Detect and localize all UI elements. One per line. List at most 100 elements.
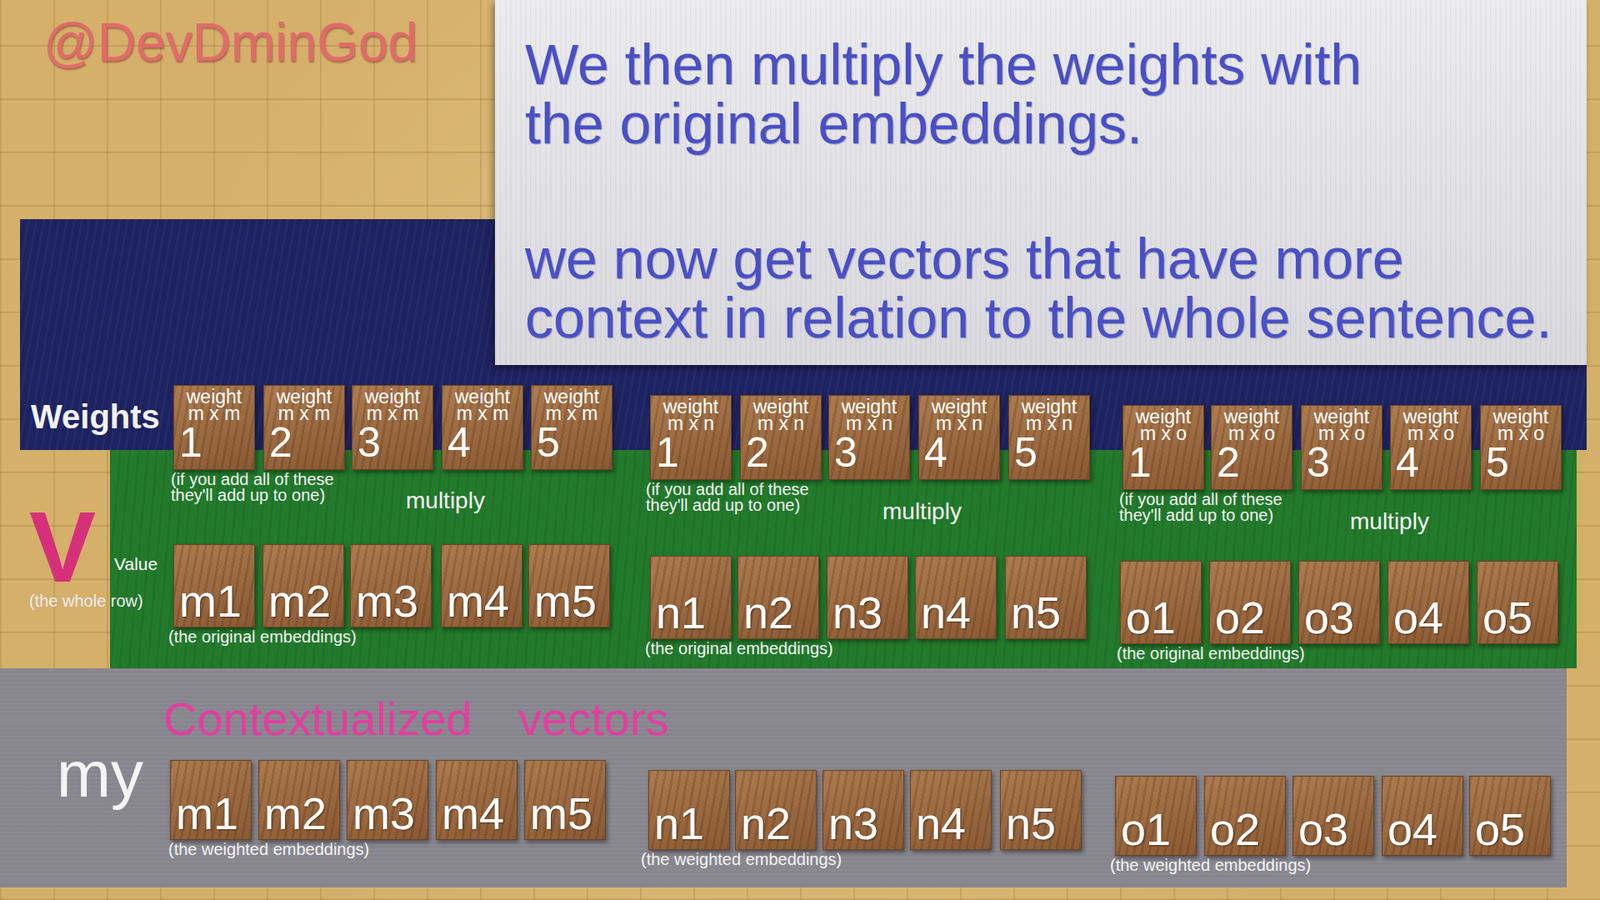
value-symbol: V xyxy=(29,496,96,597)
note-text: We then multiply the weights with the or… xyxy=(525,35,1434,155)
text-holder: Weights xyxy=(30,398,160,436)
weight-number: 5 xyxy=(536,421,607,464)
weight-tile: weight m x n2 xyxy=(740,395,822,480)
text-holder: (the original embeddings) xyxy=(168,629,357,645)
weight-number: 2 xyxy=(1216,441,1287,484)
weight-label: weight m x m xyxy=(269,389,340,422)
text-holder: (the weighted embeddings) xyxy=(640,851,842,868)
text-holder: (the weighted embeddings) xyxy=(1110,857,1311,874)
embedding-name: m4 xyxy=(441,790,512,836)
operation-label: multiply xyxy=(405,487,485,515)
embedding-name: o3 xyxy=(1298,806,1369,852)
weight-tile: weight m x o1 xyxy=(1122,405,1205,490)
weight-label: weight m x n xyxy=(924,399,995,432)
weight-tile: weight m x m2 xyxy=(263,385,345,470)
embedding-name: n4 xyxy=(920,590,991,635)
text-holder: multiply xyxy=(405,487,485,515)
weight-tile: weight m x n4 xyxy=(918,395,1000,480)
weighted-tile: m5 xyxy=(524,760,606,840)
embedding-name: n3 xyxy=(828,800,899,846)
weighted-tile: o3 xyxy=(1292,775,1375,856)
operation-label: multiply xyxy=(1350,508,1430,535)
note-text: (if you add all of these they'll add up … xyxy=(1119,491,1307,524)
embedding-name: o3 xyxy=(1304,595,1375,640)
weight-number: 2 xyxy=(269,421,340,464)
text-holder: Contextualized vectors xyxy=(163,691,670,746)
weighted-tile: o5 xyxy=(1469,775,1551,856)
text-holder: my xyxy=(56,741,144,807)
weight-label: weight m x m xyxy=(357,389,428,422)
embedding-name: m5 xyxy=(530,790,600,836)
value-tile: o2 xyxy=(1209,560,1291,645)
weight-label: weight m x o xyxy=(1306,409,1377,442)
weight-number: 4 xyxy=(924,431,995,474)
watermark: @DevDminGod xyxy=(43,11,418,74)
value-tile: m1 xyxy=(173,544,255,628)
embedding-name: o4 xyxy=(1387,806,1458,852)
text-holder: V xyxy=(29,496,96,597)
weight-number: 1 xyxy=(655,431,726,474)
value-tile: m5 xyxy=(528,544,610,628)
weight-label: weight m x o xyxy=(1485,409,1556,442)
weight-number: 1 xyxy=(1128,441,1199,484)
text-holder: (the original embeddings) xyxy=(1116,645,1305,662)
weighted-tile: m1 xyxy=(170,760,252,840)
embedding-name: n3 xyxy=(832,590,903,635)
weight-number: 5 xyxy=(1485,441,1556,484)
weighted-tile: o1 xyxy=(1115,775,1197,856)
text-holder: (the weighted embeddings) xyxy=(168,841,370,858)
value-tile: m4 xyxy=(440,544,523,628)
weight-tile: weight m x n1 xyxy=(650,395,732,480)
weight-label: weight m x m xyxy=(536,389,607,422)
embedding-name: n5 xyxy=(1010,590,1081,635)
weight-tile: weight m x o3 xyxy=(1300,405,1383,490)
weighted-tile: n4 xyxy=(910,770,992,850)
embedding-name: m2 xyxy=(268,578,339,624)
result-band: Contextualized vectors my (the weighted em… xyxy=(0,668,1567,888)
text-holder: (the original embeddings) xyxy=(645,640,834,657)
embedding-name: n4 xyxy=(915,800,986,846)
weighted-tile: n1 xyxy=(648,770,730,850)
note-text: (if you add all of these they'll add up … xyxy=(170,471,359,504)
weight-label: weight m x n xyxy=(1014,399,1085,432)
text-holder: we now get vectors that have more contex… xyxy=(525,229,1571,349)
weight-tile: weight m x n3 xyxy=(828,395,910,480)
text-holder: (if you add all of these they'll add up … xyxy=(170,471,359,504)
embedding-name: o5 xyxy=(1475,806,1545,852)
embedding-name: m4 xyxy=(446,578,517,624)
row-note: (the whole row) xyxy=(29,593,144,610)
value-tile: m3 xyxy=(350,544,432,628)
weighted-tile: n3 xyxy=(822,770,905,850)
weight-number: 1 xyxy=(179,421,250,464)
value-tile: n5 xyxy=(1005,555,1087,640)
caption-text: (the weighted embeddings) xyxy=(640,851,842,868)
weight-label: weight m x n xyxy=(655,399,726,432)
weight-tile: weight m x n5 xyxy=(1008,395,1090,480)
weight-tile: weight m x m5 xyxy=(530,385,613,470)
text-holder: multiply xyxy=(1350,508,1430,535)
weight-tile: weight m x m4 xyxy=(441,385,524,470)
operation-label: multiply xyxy=(882,498,962,525)
caption-text: (the weighted embeddings) xyxy=(1110,857,1311,874)
text-holder: Value xyxy=(114,554,158,575)
weight-number: 4 xyxy=(447,421,518,464)
weighted-tile: n2 xyxy=(735,770,817,850)
embedding-name: n2 xyxy=(740,800,811,846)
row-heading: Value xyxy=(114,554,158,575)
embedding-name: o1 xyxy=(1125,595,1196,640)
weight-label: weight m x n xyxy=(834,399,905,432)
embedding-name: o2 xyxy=(1215,595,1285,640)
weighted-tile: n5 xyxy=(1000,770,1082,850)
embedding-name: m1 xyxy=(175,790,246,836)
weight-tile: weight m x m3 xyxy=(351,385,434,470)
weight-number: 5 xyxy=(1014,431,1085,474)
text-holder: (if you add all of these they'll add up … xyxy=(645,481,834,514)
caption-text: (the original embeddings) xyxy=(168,629,357,645)
weight-number: 3 xyxy=(1306,441,1377,484)
weight-tile: weight m x m1 xyxy=(173,385,255,470)
value-tile: n3 xyxy=(826,555,909,640)
value-tile: o1 xyxy=(1120,560,1202,645)
value-tile: o5 xyxy=(1476,560,1559,645)
caption-text: (the original embeddings) xyxy=(645,640,834,657)
